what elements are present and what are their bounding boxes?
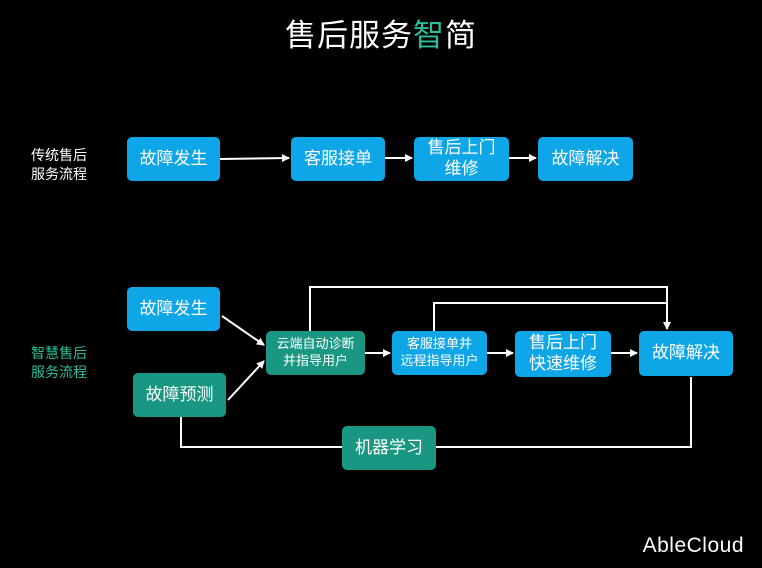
smart-node-remote-guidance: 客服接单并 远程指导用户 [392, 331, 487, 375]
smart-node-resolved: 故障解决 [639, 331, 733, 376]
page-title: 售后服务智简 [0, 10, 762, 55]
smart-node-fault-predict: 故障预测 [133, 373, 226, 417]
trad-node-resolved: 故障解决 [538, 137, 633, 181]
arrow-predict-to-cloud [227, 360, 265, 401]
traditional-flow-label: 传统售后 服务流程 [31, 148, 87, 183]
trad-node-onsite-repair: 售后上门 维修 [414, 137, 509, 181]
trad-node-service-ticket: 客服接单 [291, 137, 385, 181]
ml-loop-line [180, 377, 692, 448]
smart-node-onsite-repair: 售后上门 快速维修 [515, 331, 611, 377]
bypass-line-service-to-resolved [433, 302, 667, 331]
arrow-trad-1 [219, 154, 290, 163]
smart-node-machine-learning: 机器学习 [342, 426, 436, 470]
title-main: 售后服务 [285, 18, 413, 54]
title-tail: 简 [445, 18, 477, 54]
title-accent: 智 [413, 18, 445, 54]
bypass-line-cloud-to-resolved [309, 286, 671, 331]
smart-node-fault-occurs: 故障发生 [127, 287, 220, 331]
smart-node-cloud-diagnose: 云端自动诊断 并指导用户 [266, 331, 365, 375]
ablecloud-logo: AbleCloud [642, 534, 744, 557]
smart-flow-label: 智慧售后 服务流程 [31, 346, 87, 381]
trad-node-fault-occurs: 故障发生 [127, 137, 220, 181]
arrow-occurs-to-cloud [221, 315, 265, 346]
